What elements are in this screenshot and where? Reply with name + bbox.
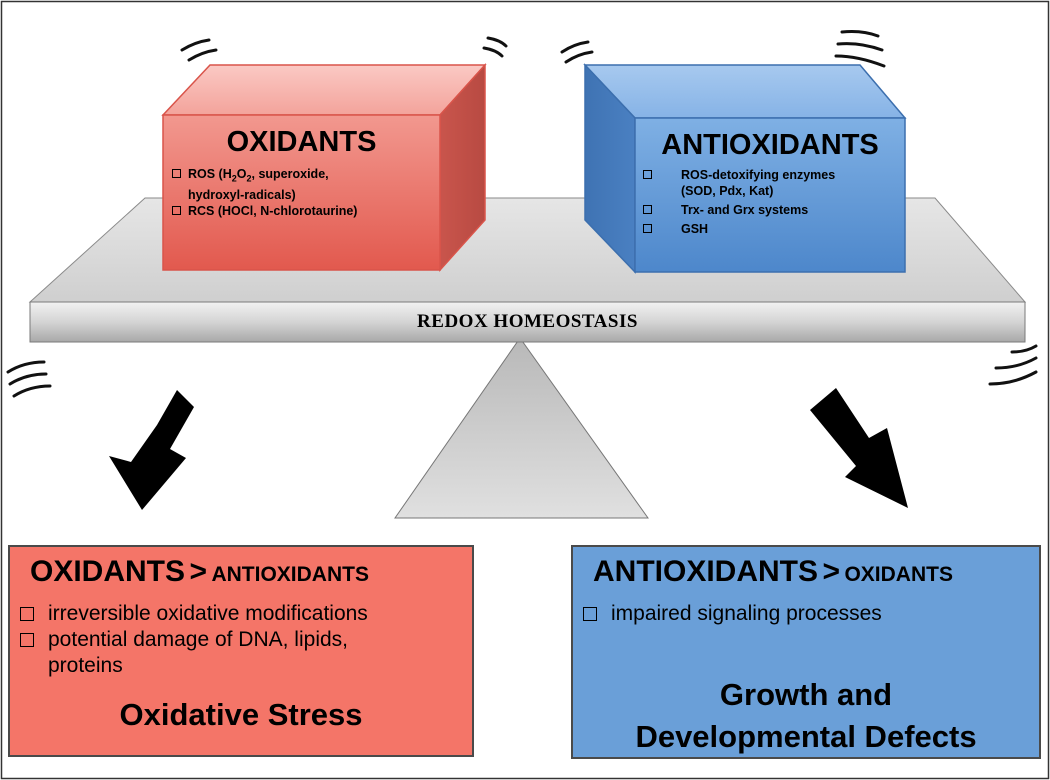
panel-item-label: potential damage of DNA, lipids, xyxy=(48,628,348,651)
trx-grx-label: Trx- and Grx systems xyxy=(681,203,809,217)
oxidant-item-rcs: RCS (HOCl, N-chlorotaurine) xyxy=(172,203,434,219)
panel-item-label-line2: proteins xyxy=(48,654,123,677)
checkbox-icon xyxy=(643,170,652,179)
rcs-label: RCS (HOCl, N-chlorotaurine) xyxy=(188,203,358,218)
fulcrum xyxy=(394,337,649,519)
panel-item: irreversible oxidative modifications xyxy=(20,601,470,627)
checkbox-icon xyxy=(20,633,34,647)
growth-defects-label-line2: Developmental Defects xyxy=(635,719,977,754)
checkbox-icon xyxy=(583,607,597,621)
ros-label-start: ROS (H xyxy=(188,167,232,181)
heading-gt: > xyxy=(189,555,207,588)
panel-list: irreversible oxidative modifications pot… xyxy=(20,601,470,679)
oxidants-title: OXIDANTS xyxy=(226,126,377,158)
checkbox-icon xyxy=(643,205,652,214)
heading-gt: > xyxy=(822,555,840,588)
gsh-label: GSH xyxy=(681,222,709,236)
ros-label-end: , superoxide, xyxy=(251,167,329,181)
antioxidant-item-enzymes: ROS-detoxifying enzymes (SOD, Pdx, Kat) xyxy=(643,167,903,199)
ros-label-line2: hydroxyl-radicals) xyxy=(188,187,296,202)
antioxidants-title: ANTIOXIDANTS xyxy=(661,129,879,161)
subscript: 2 xyxy=(246,173,252,184)
heading-antioxidants: ANTIOXIDANTS xyxy=(211,563,369,586)
oxidative-stress-panel: OXIDANTS > ANTIOXIDANTS irreversible oxi… xyxy=(8,545,474,757)
panel-list: impaired signaling processes xyxy=(583,601,1033,627)
heading-oxidants: OXIDANTS xyxy=(30,555,186,588)
ros-label-mid: O xyxy=(236,167,247,181)
subscript: 2 xyxy=(231,173,237,184)
panel-heading: OXIDANTS > ANTIOXIDANTS xyxy=(30,555,472,589)
arrow-down-left-icon xyxy=(109,390,194,510)
motion-lines-icon xyxy=(6,30,1038,398)
oxidative-stress-label: Oxidative Stress xyxy=(119,697,363,732)
growth-defects-panel: ANTIOXIDANTS > OXIDANTS impaired signali… xyxy=(571,545,1041,759)
panel-item: potential damage of DNA, lipids, xyxy=(20,627,470,653)
growth-defects-label-line1: Growth and xyxy=(719,677,893,712)
checkbox-icon xyxy=(20,607,34,621)
heading-oxidants: OXIDANTS xyxy=(844,563,953,586)
antioxidant-item-trx-grx: Trx- and Grx systems xyxy=(643,202,903,218)
checkbox-icon xyxy=(172,205,181,215)
checkbox-icon xyxy=(643,224,652,233)
panel-item-label: irreversible oxidative modifications xyxy=(48,602,368,625)
antioxidant-item-gsh: GSH xyxy=(643,221,903,237)
checkbox-icon xyxy=(172,169,181,178)
oxidants-list: ROS (H2O2, superoxide, hydroxyl-radicals… xyxy=(172,166,434,219)
panel-heading: ANTIOXIDANTS > OXIDANTS xyxy=(593,555,1039,589)
oxidants-cube xyxy=(161,63,487,272)
enzymes-label: ROS-detoxifying enzymes xyxy=(681,168,836,182)
enzymes-label-line2: (SOD, Pdx, Kat) xyxy=(681,184,774,198)
heading-antioxidants: ANTIOXIDANTS xyxy=(593,555,818,588)
oxidant-item-ros: ROS (H2O2, superoxide, hydroxyl-radicals… xyxy=(172,166,434,203)
beam-front xyxy=(29,301,1026,343)
redox-homeostasis-label: REDOX HOMEOSTASIS xyxy=(417,311,638,332)
arrow-down-right-icon xyxy=(810,388,908,508)
antioxidants-list: ROS-detoxifying enzymes (SOD, Pdx, Kat) … xyxy=(643,167,903,237)
panel-item: impaired signaling processes xyxy=(583,601,1033,627)
antioxidants-cube xyxy=(583,63,907,274)
panel-item-label: impaired signaling processes xyxy=(611,602,882,625)
panel-item-continuation: proteins xyxy=(20,653,470,679)
